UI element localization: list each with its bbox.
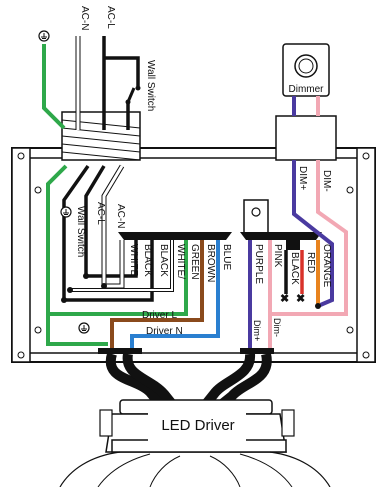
driver-n-label: Driver N [146, 326, 183, 337]
ground-icon-lower [78, 322, 90, 334]
top-wires [38, 30, 320, 130]
dimmer-label: Dimmer [289, 84, 325, 95]
side-dim-minus-label: DIM- [321, 170, 332, 192]
dimmer-device [282, 43, 330, 97]
top-ac-l-label: AC-L [105, 6, 116, 29]
internal-wiring-right: ✖ ✖ [248, 160, 348, 350]
ground-icon [38, 30, 50, 42]
label-layer: AC-N AC-L Wall Switch Dimmer DIM+ DIM- A… [75, 6, 332, 434]
term-white-slash-label: WHITE/ [175, 244, 186, 279]
inner-wall-switch-label: Wall Switch [75, 206, 86, 257]
term-red-label: RED [305, 252, 316, 273]
inner-ac-n-label: AC-N [115, 204, 126, 228]
term-brown-label: BROWN [205, 244, 216, 282]
driver-l-label: Driver L [142, 310, 177, 321]
internal-wiring-left [46, 164, 220, 350]
left-terminal-block [118, 232, 232, 240]
side-dim-plus-label: DIM+ [297, 166, 308, 190]
led-driver-fixture [59, 399, 331, 487]
right-terminal-block [240, 199, 322, 250]
term-orange-label: ORANGE [321, 244, 332, 288]
term-purple-label: PURPLE [253, 244, 264, 284]
inner-ac-l-label: AC-L [95, 202, 106, 225]
term-black-1-label: BLACK [142, 244, 153, 277]
cap-icon: ✖ [280, 293, 289, 305]
term-black-2-label: BLACK [158, 244, 169, 277]
led-driver-label: LED Driver [161, 417, 234, 434]
top-ac-n-label: AC-N [79, 6, 90, 30]
term-pink-label: PINK [272, 244, 283, 268]
right-conduit [275, 115, 337, 161]
term-green-label: GREEN [189, 244, 200, 280]
ground-icon-inner [60, 206, 72, 218]
term-blue-label: BLUE [221, 244, 232, 270]
cap-icon-2: ✖ [296, 293, 305, 305]
driver-dim-plus-label: Dim+ [252, 320, 262, 341]
term-white-label: WHITE [128, 244, 139, 277]
driver-dim-minus-label: Dim- [272, 318, 282, 337]
cable-bundles [98, 348, 274, 408]
top-wall-switch-label: Wall Switch [145, 60, 156, 111]
term-black-label: BLACK [289, 252, 300, 285]
